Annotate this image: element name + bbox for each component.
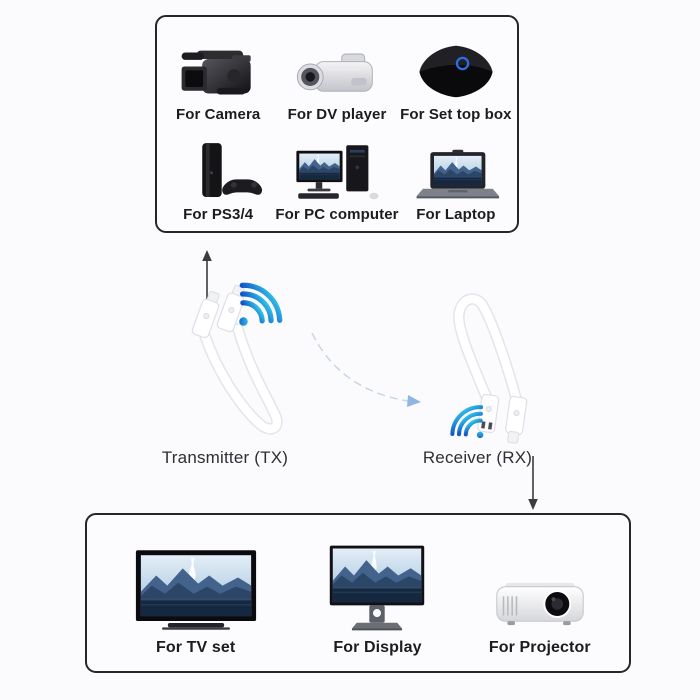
output-item-label: For Display bbox=[333, 639, 422, 657]
output-item-projector: For Projector bbox=[459, 527, 621, 661]
ps-console-icon bbox=[167, 125, 269, 201]
source-item-label: For Laptop bbox=[416, 205, 496, 223]
source-item-pc-computer: For PC computer bbox=[275, 125, 398, 225]
receiver-device bbox=[453, 293, 528, 444]
display-icon bbox=[324, 527, 430, 633]
source-item-label: For Camera bbox=[175, 105, 261, 123]
source-item-label: For Set top box bbox=[400, 105, 512, 123]
receiver-hdmi-plug bbox=[505, 395, 528, 444]
source-item-label: For PS3/4 bbox=[183, 205, 254, 223]
source-item-label: For DV player bbox=[287, 105, 387, 123]
source-item-ps-console: For PS3/4 bbox=[161, 125, 275, 225]
output-devices-box: For TV set For Display bbox=[85, 513, 631, 673]
transmitter-label: Transmitter (TX) bbox=[161, 448, 289, 467]
output-item-label: For Projector bbox=[488, 639, 591, 657]
projector-icon bbox=[492, 527, 588, 633]
transmitter-hdmi-plug bbox=[191, 290, 220, 339]
source-item-dv-player: For DV player bbox=[275, 25, 398, 125]
set-top-box-icon bbox=[409, 25, 503, 101]
transmitter-device bbox=[191, 284, 283, 435]
pc-computer-icon bbox=[289, 125, 385, 201]
output-item-label: For TV set bbox=[156, 639, 236, 657]
source-item-laptop: For Laptop bbox=[399, 125, 513, 225]
dv-player-icon bbox=[294, 25, 380, 101]
source-item-set-top-box: For Set top box bbox=[399, 25, 513, 125]
tv-icon bbox=[133, 527, 259, 633]
output-item-tv: For TV set bbox=[95, 527, 296, 661]
source-devices-box: For Camera For DV player For Set top box bbox=[155, 15, 519, 233]
source-item-label: For PC computer bbox=[275, 205, 399, 223]
signal-link-curve bbox=[311, 332, 421, 407]
arrow-down-to-outputs bbox=[528, 456, 538, 510]
camera-icon bbox=[176, 25, 260, 101]
receiver-label: Receiver (RX) bbox=[422, 448, 533, 467]
output-item-display: For Display bbox=[296, 527, 458, 661]
source-item-camera: For Camera bbox=[161, 25, 275, 125]
receiver-usb-plug bbox=[477, 393, 500, 434]
laptop-icon bbox=[412, 125, 500, 201]
